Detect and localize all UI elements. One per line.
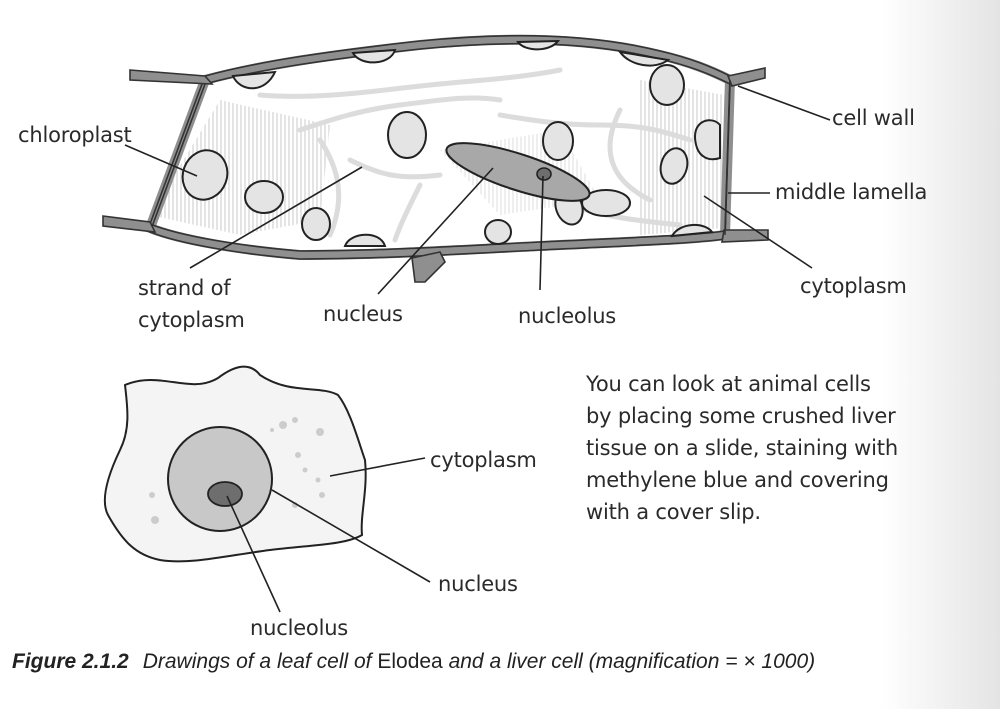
cytoplasm-region bbox=[150, 100, 330, 235]
caption-text-2: and a liver cell (magnification = × 1000… bbox=[448, 650, 816, 673]
nucleus bbox=[167, 426, 273, 532]
chloroplast bbox=[387, 111, 427, 159]
figure-number: Figure 2.1.2 bbox=[12, 650, 129, 673]
chloroplast bbox=[670, 224, 714, 238]
label-strand-line2: cytoplasm bbox=[138, 308, 245, 332]
label-strand-line1: strand of bbox=[138, 276, 231, 300]
chloroplast bbox=[649, 64, 685, 106]
paragraph-line: You can look at animal cells bbox=[586, 372, 871, 396]
paragraph-line: tissue on a slide, staining with bbox=[586, 436, 898, 460]
caption-text-1: Drawings of a leaf cell of bbox=[142, 650, 372, 673]
chloroplast bbox=[617, 50, 671, 67]
chloroplasts bbox=[181, 39, 721, 247]
label-plant-nucleolus: nucleolus bbox=[518, 304, 617, 328]
leader-lines bbox=[124, 85, 831, 295]
label-cell-wall: cell wall bbox=[832, 106, 915, 130]
label-liver-nucleolus: nucleolus bbox=[250, 616, 349, 640]
nucleolus bbox=[207, 481, 243, 507]
label-plant-nucleus: nucleus bbox=[323, 302, 403, 326]
chloroplast bbox=[351, 48, 397, 64]
chloroplast bbox=[484, 219, 512, 245]
chloroplast bbox=[694, 119, 721, 161]
paragraph-line: with a cover slip. bbox=[586, 500, 761, 524]
label-plant-cytoplasm: cytoplasm bbox=[800, 274, 907, 298]
paragraph-line: by placing some crushed liver bbox=[586, 404, 896, 428]
nucleolus bbox=[536, 167, 552, 181]
label-liver-cytoplasm: cytoplasm bbox=[430, 448, 537, 472]
nucleus bbox=[445, 142, 591, 202]
label-middle-lamella: middle lamella bbox=[775, 180, 928, 204]
chloroplast bbox=[181, 149, 229, 201]
paragraph-line: methylene blue and covering bbox=[586, 468, 889, 492]
caption-species: Elodea bbox=[377, 650, 443, 673]
chloroplast bbox=[659, 147, 689, 185]
chloroplast bbox=[542, 121, 574, 161]
chloroplast bbox=[581, 189, 631, 217]
chloroplast bbox=[244, 180, 284, 214]
plant-cell bbox=[102, 34, 831, 295]
neighbouring-walls bbox=[102, 67, 769, 283]
chloroplast bbox=[301, 207, 331, 241]
explanatory-paragraph: You can look at animal cells by placing … bbox=[586, 368, 926, 528]
cytoplasm-strands bbox=[257, 67, 693, 243]
chloroplast bbox=[516, 39, 561, 51]
label-chloroplast: chloroplast bbox=[18, 123, 132, 147]
liver-cell bbox=[103, 365, 431, 613]
cell-wall bbox=[143, 34, 736, 261]
chloroplast bbox=[343, 233, 387, 247]
leader-lines bbox=[226, 457, 431, 613]
figure-caption: Figure 2.1.2 Drawings of a leaf cell of E… bbox=[12, 650, 815, 674]
chloroplast bbox=[231, 70, 277, 90]
label-liver-nucleus: nucleus bbox=[438, 572, 518, 596]
